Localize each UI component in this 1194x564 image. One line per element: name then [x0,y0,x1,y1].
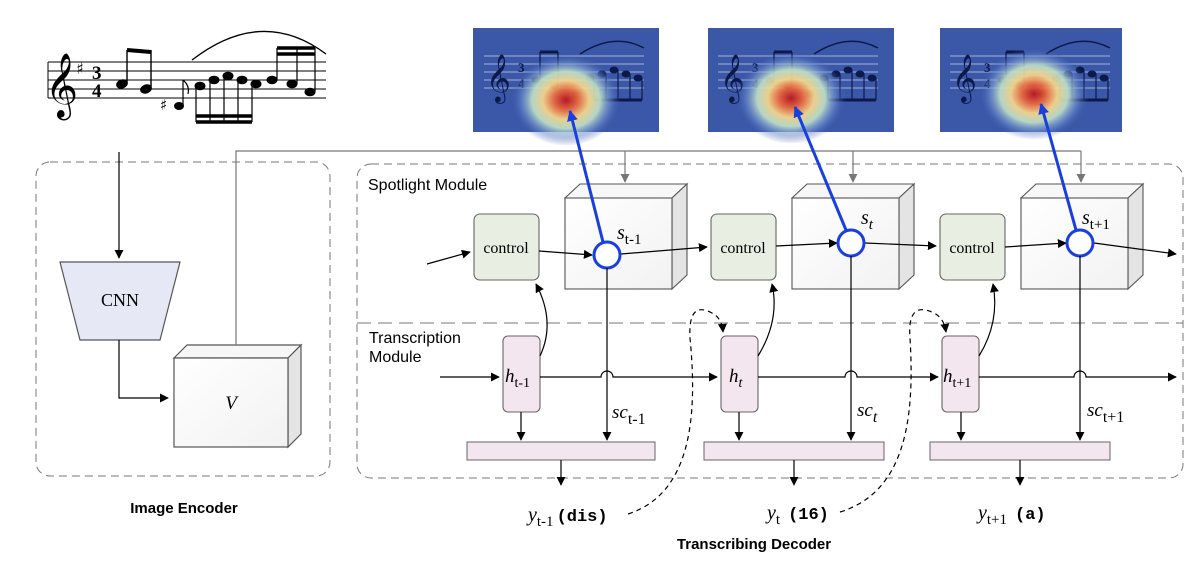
output-layer-1 [466,441,656,461]
context-vector-2: sct [857,400,878,426]
transcription-module-label: Transcription [369,330,461,347]
context-vector-3: sct+1 [1087,400,1124,426]
hidden-state-2: ht [729,366,744,391]
feature-map-cube [172,343,303,449]
control-label-1: control [483,240,529,257]
output-layer-3 [929,441,1111,461]
spotlight-state-1: st-1 [617,222,641,248]
cnn-label: CNN [101,290,139,310]
hidden-state-3: ht+1 [943,366,971,391]
attention-heatmap-3 [940,28,1122,140]
spotlight-center-3 [1065,228,1095,258]
output-token-2: yt(16) [765,502,829,528]
feature-map-label: V [225,393,239,414]
music-score-input: 𝄞 ♯ 3 4 ♯ [45,30,327,124]
spotlight-cube-3 [1019,182,1145,291]
control-box-1 [473,213,540,281]
spotlight-state-3: st+1 [1082,207,1110,233]
output-token-1: yt-1(dis) [526,504,608,530]
cnn-block [59,261,181,341]
spotlight-cube-1 [563,182,689,291]
transcribing-decoder-region [356,163,1184,479]
spotlight-center-2 [836,228,866,258]
output-layer-2 [703,441,885,461]
transcription-module-label-2: Module [369,349,422,366]
output-token-3: yt+1(a) [976,502,1046,528]
spotlight-module-label: Spotlight Module [368,177,487,194]
hidden-state-1: ht-1 [505,366,530,391]
control-label-2: control [720,240,766,257]
control-label-3: control [949,240,995,257]
transcribing-decoder-title: Transcribing Decoder [677,536,831,553]
spotlight-center-1 [592,240,622,270]
treble-clef-icon: 𝄞 [45,53,78,120]
image-encoder-title: Image Encoder [130,500,238,517]
grace-sharp-icon: ♯ [160,96,167,114]
spotlight-state-2: st [861,207,874,233]
attention-heatmap-1 [473,28,659,146]
hidden-state-box-2 [720,335,759,413]
control-box-2 [710,213,777,281]
image-encoder-region [35,161,331,477]
context-vector-1: sct-1 [612,402,646,428]
time-signature-bottom: 4 [92,81,102,102]
sharp-icon: ♯ [76,59,84,78]
time-signature-top: 3 [92,63,102,84]
attention-heatmap-2 [708,28,894,144]
